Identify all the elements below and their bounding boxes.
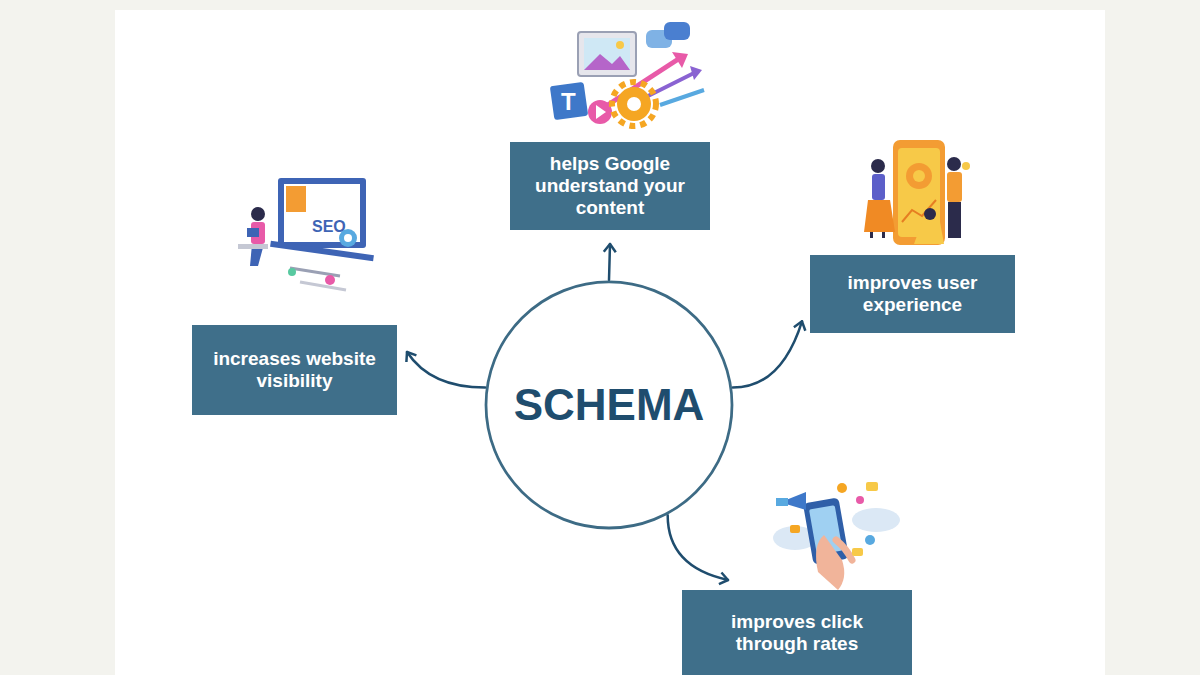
center-circle: SCHEMA — [484, 280, 734, 530]
box-label: improves user experience — [822, 272, 1003, 316]
text-wrap: improves user experience — [822, 272, 1003, 316]
center-title: SCHEMA — [514, 380, 705, 430]
arrow-connector — [609, 244, 610, 280]
box-label: helps Google understand your content — [522, 153, 698, 219]
text-wrap: improves click through rates — [694, 611, 900, 655]
box-label: improves click through rates — [694, 611, 900, 655]
seo-monitor-icon — [238, 178, 374, 290]
benefit-box: improves click through rates — [682, 590, 912, 675]
arrow-connector — [733, 321, 802, 387]
benefit-box: helps Google understand your content — [510, 142, 710, 230]
arrow-connector — [407, 352, 485, 388]
text-wrap: increases website visibility — [204, 348, 385, 392]
arrow-connector — [668, 515, 728, 580]
text-wrap: helps Google understand your content — [522, 153, 698, 219]
box-label: increases website visibility — [204, 348, 385, 392]
user-experience-icon — [864, 140, 970, 245]
benefit-box: increases website visibility — [192, 325, 397, 415]
icon-text: T — [561, 88, 576, 116]
icon-text: SEO — [312, 218, 346, 236]
text-wrap: SCHEMA — [514, 380, 705, 430]
content-icon — [550, 22, 704, 126]
click-phone-icon — [773, 482, 900, 590]
benefit-box: improves user experience — [810, 255, 1015, 333]
